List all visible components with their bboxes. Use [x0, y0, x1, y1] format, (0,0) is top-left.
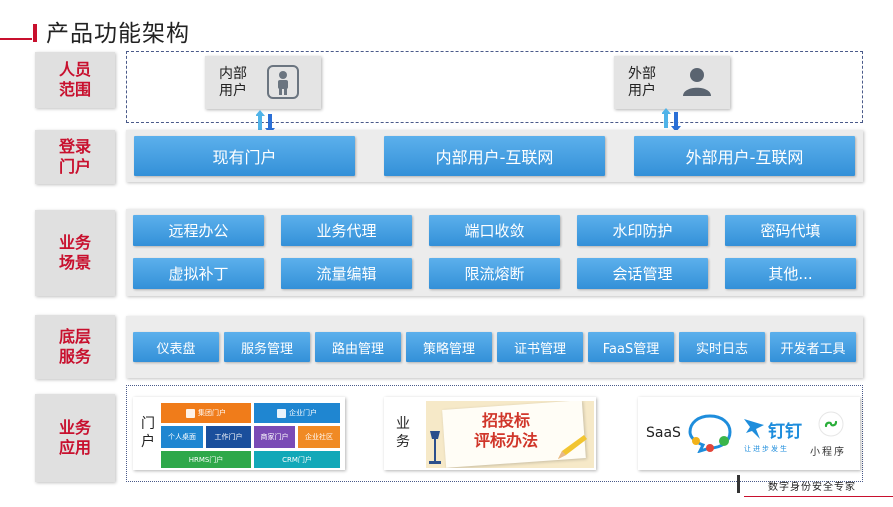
- dingtalk-slogan: 让进步发生: [744, 445, 789, 453]
- service-button-1[interactable]: 服务管理: [224, 332, 310, 362]
- chat-bubble-icon: [686, 413, 734, 454]
- service-button-7[interactable]: 开发者工具: [770, 332, 856, 362]
- internal-login-arrows: [255, 110, 276, 134]
- row-label-service: 底层 服务: [35, 315, 115, 379]
- tile-personal-desktop[interactable]: 个人桌面: [161, 426, 203, 448]
- miniprogram-label: 小程序: [810, 447, 846, 458]
- scene-button-r2-4[interactable]: 其他...: [725, 258, 856, 289]
- row-label-app: 业务 应用: [35, 394, 115, 482]
- app-panel: [126, 385, 863, 482]
- page-title: 产品功能架构: [46, 21, 190, 47]
- pencil-icon: [556, 431, 588, 461]
- external-login-arrows: [661, 108, 682, 132]
- portal-external-internet[interactable]: 外部用户-互联网: [634, 136, 855, 176]
- business-app-box: 业 务 招投标 评标办法: [384, 397, 596, 470]
- footer-line: [744, 496, 893, 497]
- scene-button-r1-4[interactable]: 密码代填: [725, 215, 856, 246]
- title-underline: [0, 38, 32, 40]
- saas-label: SaaS: [646, 425, 681, 441]
- bidding-text: 招投标 评标办法: [474, 411, 539, 450]
- row-label-login: 登录 门户: [35, 130, 115, 184]
- scene-button-r2-2[interactable]: 限流熔断: [429, 258, 560, 289]
- tile-merchant-portal[interactable]: 商家门户: [254, 426, 295, 448]
- service-button-3[interactable]: 策略管理: [406, 332, 492, 362]
- service-button-2[interactable]: 路由管理: [315, 332, 401, 362]
- people-panel: [126, 51, 863, 123]
- scene-button-r2-0[interactable]: 虚拟补丁: [133, 258, 264, 289]
- tile-group-portal[interactable]: 集团门户: [161, 403, 251, 423]
- internal-user-label: 内部 用户: [219, 66, 247, 99]
- internal-user-box: 内部 用户: [205, 56, 321, 109]
- tile-enterprise-portal[interactable]: 企业门户: [254, 403, 340, 423]
- tile-hrms-portal[interactable]: HRMS门户: [161, 451, 251, 468]
- row-label-people: 人员 范围: [35, 52, 115, 108]
- portal-internal-internet[interactable]: 内部用户-互联网: [384, 136, 605, 176]
- portal-existing[interactable]: 现有门户: [134, 136, 355, 176]
- scene-button-r2-1[interactable]: 流量编辑: [281, 258, 412, 289]
- external-user-label: 外部 用户: [628, 66, 656, 99]
- scene-button-r2-3[interactable]: 会话管理: [577, 258, 708, 289]
- lamp-icon: [428, 431, 442, 465]
- scene-button-r1-0[interactable]: 远程办公: [133, 215, 264, 246]
- portal-app-label: 门 户: [141, 416, 155, 450]
- tile-work-portal[interactable]: 工作门户: [206, 426, 251, 448]
- business-app-label: 业 务: [396, 416, 410, 450]
- scene-button-r1-3[interactable]: 水印防护: [577, 215, 708, 246]
- portal-app-box: 门 户 集团门户 企业门户 个人桌面 工作门户 商家门户 企业社区 HRMS门户…: [133, 397, 345, 470]
- title-marker: [33, 24, 37, 42]
- scene-button-r1-2[interactable]: 端口收敛: [429, 215, 560, 246]
- footer-marker: [737, 475, 740, 493]
- row-label-scene: 业务 场景: [35, 210, 115, 296]
- service-button-4[interactable]: 证书管理: [497, 332, 583, 362]
- service-button-0[interactable]: 仪表盘: [133, 332, 219, 362]
- saas-app-box: SaaS 钉钉 让进步发生 小程序: [638, 397, 860, 470]
- external-user-icon: [680, 64, 714, 98]
- scene-button-r1-1[interactable]: 业务代理: [281, 215, 412, 246]
- miniprogram-icon: [818, 411, 844, 437]
- dingtalk-name: 钉钉: [768, 422, 802, 442]
- dingtalk-icon: [742, 417, 766, 441]
- tile-enterprise-community[interactable]: 企业社区: [298, 426, 340, 448]
- service-button-6[interactable]: 实时日志: [679, 332, 765, 362]
- tile-crm-portal[interactable]: CRM门户: [254, 451, 340, 468]
- footer-slogan: 数字身份安全专家: [768, 482, 856, 493]
- bidding-illustration: 招投标 评标办法: [426, 401, 594, 468]
- service-button-5[interactable]: FaaS管理: [588, 332, 674, 362]
- internal-user-icon: [267, 65, 299, 99]
- external-user-box: 外部 用户: [614, 56, 730, 109]
